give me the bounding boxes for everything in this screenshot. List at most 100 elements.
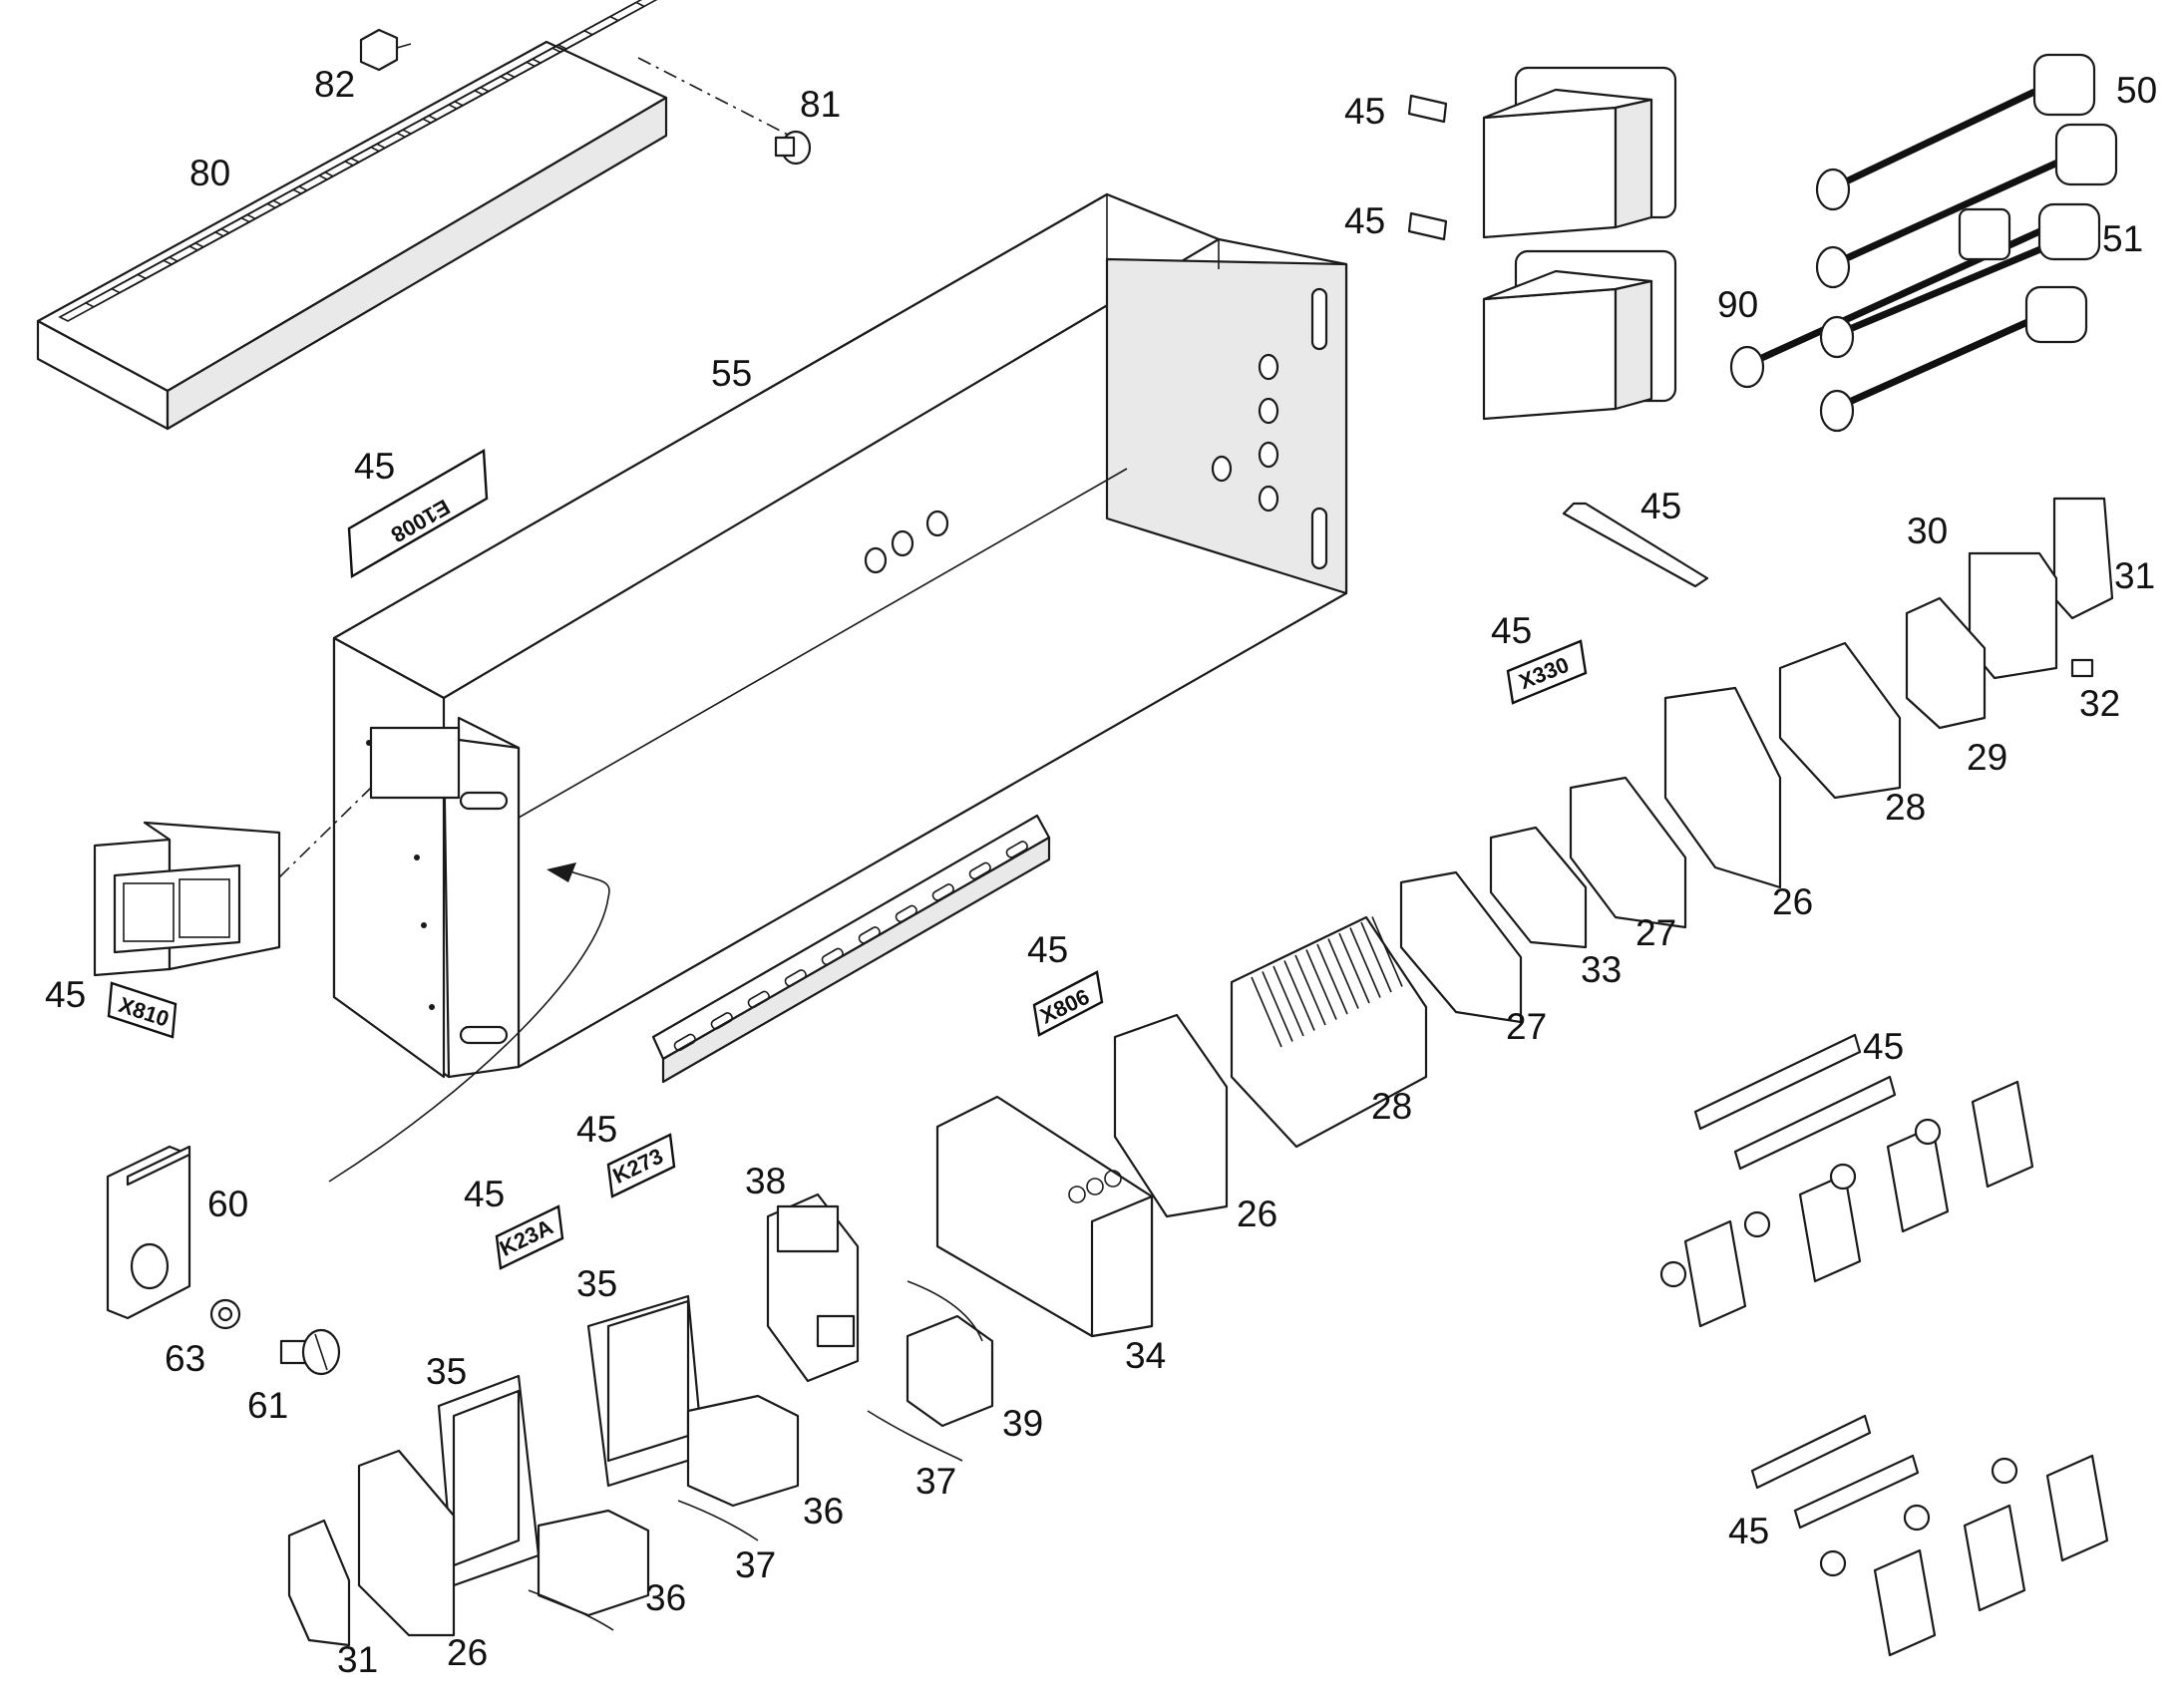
callout-39: 39 <box>1002 1403 1043 1444</box>
terminal-rib <box>1327 938 1359 1009</box>
callout-27-left: 27 <box>1506 1006 1547 1047</box>
plate-29 <box>1905 596 1987 730</box>
terminal-rib <box>1294 954 1326 1026</box>
callout-30: 30 <box>1907 511 1948 551</box>
terminal-rib <box>1338 932 1370 1004</box>
tag-k23a: K23A <box>495 1204 564 1270</box>
callout-26-lower: 26 <box>1237 1194 1277 1234</box>
callout-45-x330: 45 <box>1491 610 1532 651</box>
housing-55 <box>332 192 1348 1079</box>
screw-81 <box>774 130 812 166</box>
arrow-head <box>546 862 576 882</box>
callout-35-lower: 35 <box>426 1351 467 1392</box>
callout-38: 38 <box>745 1161 786 1201</box>
duct-slot <box>550 0 658 54</box>
socket-38 <box>766 1193 860 1383</box>
clip-37-mid <box>677 1500 759 1541</box>
callout-45-insert-top: 45 <box>1344 91 1385 132</box>
callout-61: 61 <box>247 1385 288 1426</box>
leader-connector <box>278 787 372 878</box>
callout-26-bottom: 26 <box>447 1632 488 1673</box>
connector-block-left <box>93 821 281 977</box>
callout-37-lower: 37 <box>735 1544 776 1585</box>
callout-36-lower: 36 <box>645 1577 686 1618</box>
cable-assemblies <box>1729 53 2118 433</box>
callout-26-mid: 26 <box>1772 881 1813 922</box>
callout-37-upper: 37 <box>915 1461 956 1502</box>
terminal-27-right <box>1569 776 1687 929</box>
callout-81: 81 <box>800 84 841 125</box>
terminal-rib <box>1262 971 1293 1042</box>
callout-27-right: 27 <box>1635 912 1676 953</box>
callout-45-x810: 45 <box>45 974 86 1015</box>
callout-50: 50 <box>2116 70 2157 111</box>
callout-90: 90 <box>1717 284 1758 325</box>
clip-37-upper <box>907 1280 983 1342</box>
cable-duct-80 <box>36 0 668 431</box>
callout-28-top: 28 <box>1885 787 1926 828</box>
terminal-end-31-top <box>2052 497 2114 620</box>
rail-slot <box>747 990 770 1009</box>
screw-82 <box>359 28 412 72</box>
rail-slot <box>821 947 844 966</box>
relay-36-lower <box>537 1509 650 1617</box>
rail-slot <box>858 926 881 944</box>
plug-32 <box>2070 658 2094 678</box>
callout-82: 82 <box>314 64 355 105</box>
clip-37-bottom <box>528 1589 614 1631</box>
clip-37-lower <box>867 1410 963 1462</box>
terminal-33 <box>1489 826 1588 949</box>
end-plate-26-lower <box>1113 1013 1229 1218</box>
callout-31-top: 31 <box>2114 555 2155 596</box>
callout-numbers: 82 81 80 55 45 45 45 45 45 45 45 45 45 4… <box>45 64 2157 1680</box>
rail-slot <box>968 861 991 880</box>
callout-55: 55 <box>711 353 752 394</box>
end-plate-26-bottom <box>357 1449 456 1637</box>
callout-45-e1008: 45 <box>354 446 395 487</box>
callout-35-upper: 35 <box>576 1263 617 1304</box>
rail-slot <box>895 904 917 923</box>
callout-31-bottom: 31 <box>337 1639 378 1680</box>
screw-61 <box>279 1328 341 1376</box>
callout-45-k273: 45 <box>576 1109 617 1150</box>
terminal-rib <box>1283 960 1315 1031</box>
terminal-rib <box>1251 976 1282 1048</box>
rail-slot <box>931 883 954 901</box>
din-rail <box>651 814 1051 1084</box>
washer-63 <box>209 1298 241 1330</box>
rail-slot <box>710 1012 733 1030</box>
callout-45-insert-bottom: 45 <box>1344 200 1385 241</box>
assembly-arrow <box>328 866 610 1183</box>
relay-36-upper <box>686 1394 800 1508</box>
module-34 <box>935 1095 1154 1338</box>
callout-51: 51 <box>2102 218 2143 259</box>
terminal-rib <box>1316 943 1348 1015</box>
label-strip-45 <box>1562 502 1709 588</box>
terminal-block-28-top <box>1778 641 1902 800</box>
tag-x806: X806 <box>1032 970 1104 1037</box>
callout-32: 32 <box>2079 683 2120 724</box>
callout-45-breakers-lower: 45 <box>1728 1511 1769 1551</box>
rail-slot <box>1005 841 1028 858</box>
callout-29: 29 <box>1967 737 2007 778</box>
terminal-block-28-main <box>1230 915 1428 1149</box>
terminal-27-left <box>1399 870 1523 1024</box>
callout-34: 34 <box>1125 1335 1166 1376</box>
callout-45-strip: 45 <box>1640 486 1681 526</box>
terminal-rib <box>1272 965 1304 1037</box>
bracket-60 <box>106 1145 191 1320</box>
callout-28-main: 28 <box>1371 1086 1412 1127</box>
end-plate-26-mid <box>1663 686 1782 889</box>
callout-33: 33 <box>1581 949 1622 990</box>
callout-60: 60 <box>207 1184 248 1224</box>
callout-45-breakers-upper: 45 <box>1863 1026 1904 1067</box>
rail-slot <box>784 969 807 987</box>
terminal-rib <box>1305 949 1337 1020</box>
socket-35-lower <box>437 1374 541 1587</box>
callout-80: 80 <box>189 153 230 193</box>
breaker-group-upper <box>1659 1033 2034 1328</box>
callout-63: 63 <box>165 1338 205 1379</box>
socket-35-upper <box>586 1294 705 1488</box>
